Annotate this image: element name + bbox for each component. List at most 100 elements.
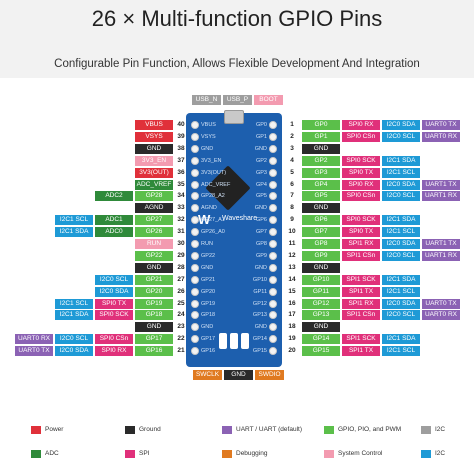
pin-function-label: SPI0 RX	[95, 346, 133, 357]
bottom-label: GND	[224, 370, 253, 380]
pin-function-label: SPI0 SCK	[95, 310, 133, 321]
pin-function-label: SPI1 RX	[342, 239, 380, 249]
pin-function-label: SPI0 RX	[342, 120, 380, 130]
debug-pad	[241, 333, 249, 349]
page-subtitle: Configurable Pin Function, Allows Flexib…	[54, 58, 420, 70]
pin-number: 38	[177, 144, 185, 152]
pin-silk-label: VBUS	[201, 122, 216, 128]
pin-function-label: GND	[302, 143, 340, 154]
pin-hole	[269, 263, 277, 272]
pin-function-label: VBUS	[135, 120, 173, 130]
pin-function-label: I2C1 SDA	[55, 310, 93, 321]
pin-function-label: I2C0 SCL	[95, 274, 133, 285]
legend-label: Ground	[139, 426, 161, 433]
pin-function-label: GP22	[135, 250, 173, 261]
pin-silk-label: GND	[254, 205, 267, 212]
pin-function-label: UART0 RX	[15, 334, 53, 345]
pin-number: 29	[177, 251, 185, 259]
pin-function-label: GP16	[135, 346, 173, 357]
pin-function-label: GP18	[135, 310, 173, 321]
pin-function-label: SPI0 CSn	[342, 131, 380, 142]
pin-hole	[191, 132, 199, 141]
pin-hole	[191, 168, 199, 177]
pin-hole	[269, 180, 277, 189]
pin-function-label: I2C1 SDA	[382, 155, 420, 166]
pin-number: 19	[288, 335, 296, 343]
waveshare-logo-icon: W	[198, 212, 211, 227]
pin-function-label: GND	[135, 322, 173, 333]
legend-swatch	[324, 426, 334, 434]
pin-number: 28	[177, 263, 185, 271]
pin-function-label: GP10	[302, 274, 340, 285]
pin-silk-label: GP19	[201, 300, 216, 307]
pin-silk-label: AGND	[201, 205, 217, 212]
usb-connector	[224, 110, 244, 124]
pin-hole	[269, 299, 277, 308]
pin-number: 15	[288, 287, 296, 295]
pin-function-label: I2C0 SCL	[382, 191, 420, 202]
pin-function-label: I2C1 SCL	[55, 215, 93, 226]
pin-function-label: GP26	[135, 227, 173, 238]
pin-function-label: GP11	[302, 286, 340, 297]
pin-number: 17	[288, 311, 296, 319]
pin-number: 40	[177, 121, 185, 128]
pin-function-label: I2C1 SCL	[55, 298, 93, 309]
pin-silk-label: GP22	[201, 252, 216, 259]
pin-hole	[191, 192, 199, 201]
pin-number: 13	[288, 263, 296, 271]
pin-function-label: SPI0 TX	[342, 227, 380, 238]
pin-function-label: VSYS	[135, 131, 173, 142]
pin-function-label: GP20	[135, 286, 173, 297]
pin-function-label: SPI1 TX	[342, 346, 380, 357]
pin-function-label: GP4	[302, 179, 340, 190]
pin-hole	[269, 144, 277, 153]
pin-hole	[269, 168, 277, 177]
pin-function-label: ADC2	[95, 191, 133, 202]
bottom-label: SWDIO	[255, 370, 284, 380]
pin-function-label: GP7	[302, 227, 340, 238]
pin-number: 8	[290, 204, 294, 212]
pin-hole	[269, 275, 277, 284]
pin-number: 2	[290, 132, 294, 140]
pin-number: 4	[290, 156, 294, 164]
legend-swatch	[421, 450, 431, 458]
pin-silk-label: GND	[254, 145, 267, 152]
pin-number: 7	[290, 192, 294, 200]
pin-silk-label: GND	[254, 264, 267, 271]
pin-hole	[191, 287, 199, 296]
pin-function-label: GP21	[135, 274, 173, 285]
legend-label: SPI	[139, 450, 150, 457]
debug-pad	[230, 333, 238, 349]
pin-hole	[269, 323, 277, 332]
pin-silk-label: GP20	[201, 288, 216, 295]
pin-function-label: SPI0 CSn	[95, 334, 133, 345]
pin-function-label: UART1 TX	[422, 239, 460, 249]
pin-function-label: SPI1 TX	[342, 286, 380, 297]
pin-function-label: I2C0 SCL	[382, 310, 420, 321]
pin-function-label: GP0	[302, 120, 340, 130]
pin-hole	[269, 132, 277, 141]
pin-silk-label: GP18	[201, 312, 216, 319]
pin-hole	[269, 335, 277, 344]
pin-function-label: UART0 RX	[422, 131, 460, 142]
pin-hole	[191, 180, 199, 189]
pin-function-label: GND	[135, 262, 173, 273]
pin-function-label: GP9	[302, 250, 340, 261]
pin-function-label: GP1	[302, 131, 340, 142]
pin-function-label: UART0 RX	[422, 310, 460, 321]
pin-silk-label: GP7	[255, 229, 267, 236]
pin-silk-label: GP2	[255, 157, 267, 164]
pin-hole	[269, 156, 277, 165]
pin-function-label: RUN	[135, 239, 173, 249]
pin-number: 1	[290, 121, 294, 128]
pin-number: 21	[177, 347, 185, 355]
pin-function-label: I2C1 SDA	[55, 227, 93, 238]
pin-function-label: I2C0 SCL	[382, 250, 420, 261]
legend-swatch	[324, 450, 334, 458]
pin-function-label: SPI0 SCK	[342, 155, 380, 166]
pin-function-label: I2C0 SCL	[382, 131, 420, 142]
pin-function-label: GP15	[302, 346, 340, 357]
pin-number: 6	[290, 180, 294, 188]
legend-swatch	[222, 426, 232, 434]
pin-number: 20	[288, 347, 296, 355]
